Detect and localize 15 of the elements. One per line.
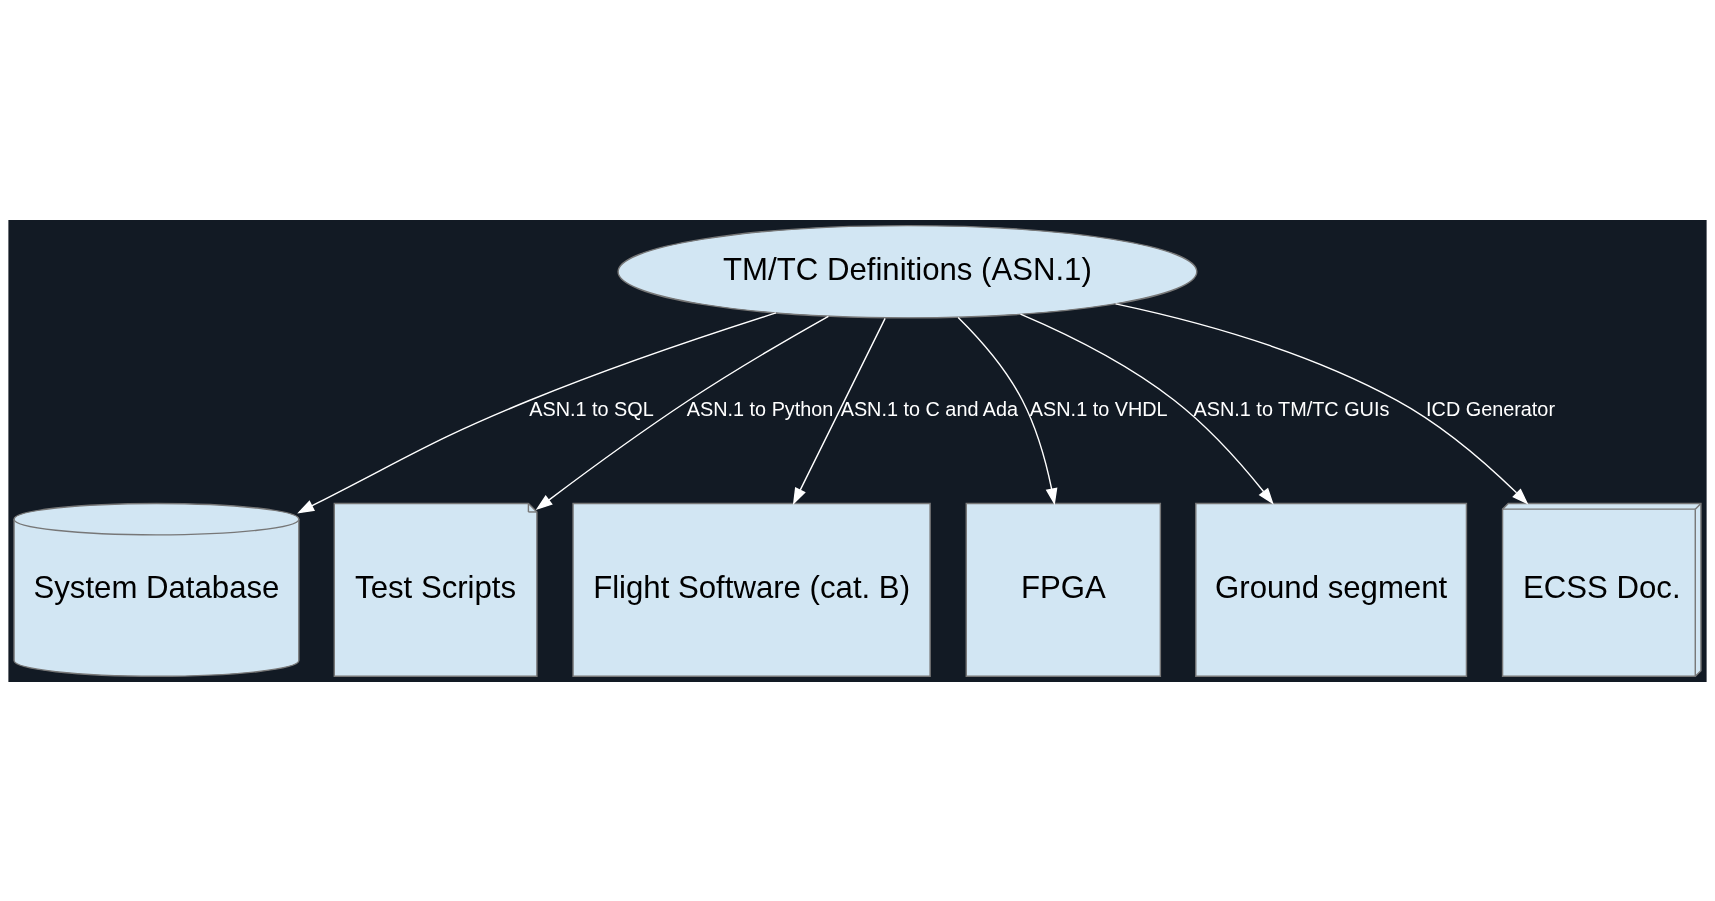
edge-label: ASN.1 to VHDL	[1029, 397, 1168, 420]
arrow	[792, 317, 886, 505]
node-ellipse: TM/TC Definitions (ASN.1)	[617, 224, 1198, 319]
edge-label: ASN.1 to TM/TC GUIs	[1193, 397, 1390, 420]
arrow	[535, 315, 830, 510]
node-box: Flight Software (cat. B)	[572, 502, 931, 677]
arrow	[1019, 313, 1274, 505]
node-box: Ground segment	[1195, 502, 1468, 677]
arrow	[957, 316, 1058, 505]
edge-label: ASN.1 to SQL	[529, 397, 654, 420]
arrow	[1114, 302, 1529, 505]
edge-label: ASN.1 to Python	[686, 397, 834, 420]
edge-label: ASN.1 to C and Ada	[840, 397, 1019, 420]
node-box: FPGA	[965, 502, 1162, 677]
edge-label: ICD Generator	[1426, 397, 1555, 420]
